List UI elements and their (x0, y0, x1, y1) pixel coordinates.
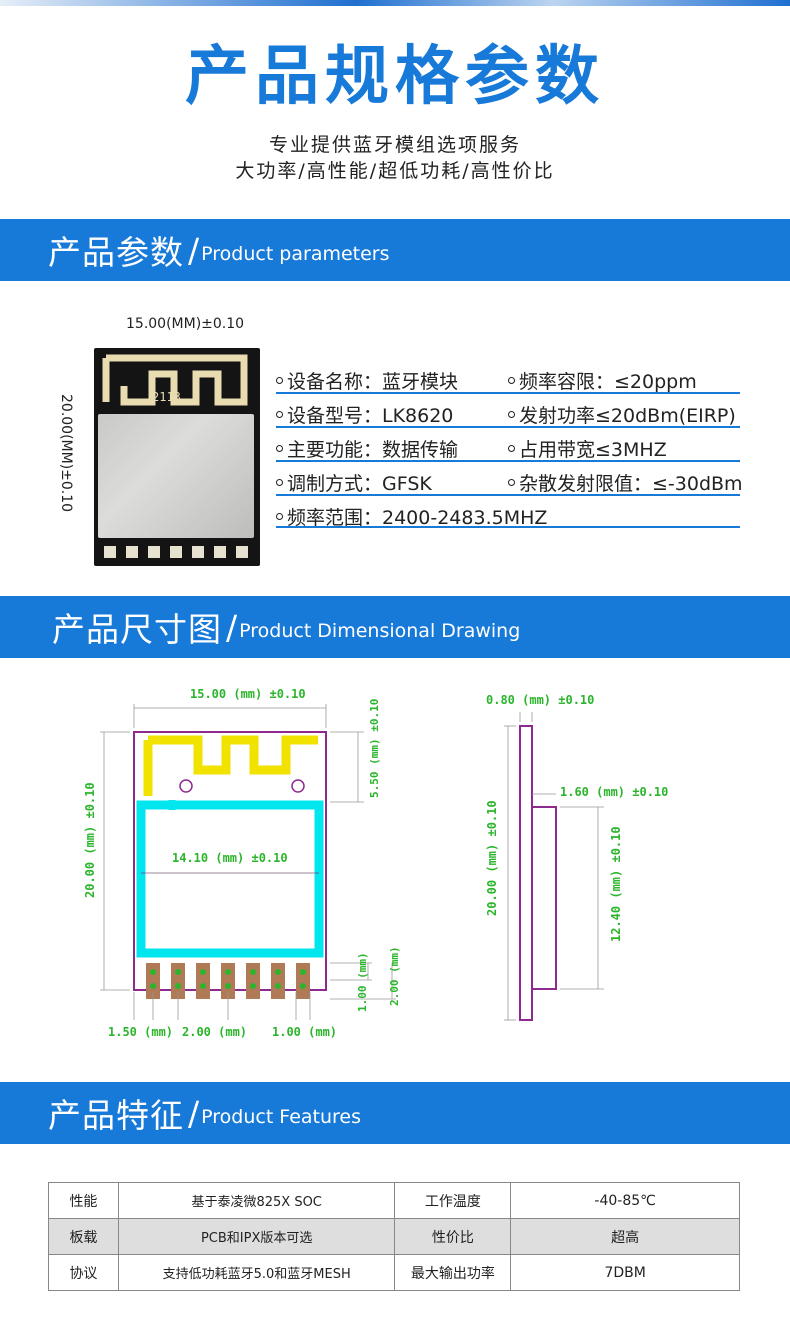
module-pad (104, 546, 116, 558)
section-slash: / (226, 607, 238, 647)
dim-side-thickness: 0.80 (mm) ±0.10 (486, 693, 594, 707)
metal-shield (98, 414, 254, 538)
section-title-cn: 产品特征 (48, 1096, 184, 1135)
module-width-label: 15.00(MM)±0.10 (126, 316, 245, 332)
feature-key: 最大输出功率 (394, 1254, 512, 1291)
spec-divider (276, 526, 740, 528)
section-banner-params: 产品参数 / Product parameters (0, 219, 790, 281)
chip-mark-text: 2113 (152, 390, 181, 404)
dim-pad-pitch: 2.00 (mm) (182, 1025, 247, 1039)
feature-key: 工作温度 (394, 1182, 512, 1219)
spec-divider (276, 460, 740, 462)
table-row: 协议 支持低功耗蓝牙5.0和蓝牙MESH 最大输出功率 7DBM (48, 1254, 740, 1291)
module-pad (126, 546, 138, 558)
dim-shield-thickness: 1.60 (mm) ±0.10 (560, 785, 668, 799)
spec-item: 设备名称：蓝牙模块 (276, 367, 458, 394)
section-banner-features: 产品特征 / Product Features (0, 1082, 790, 1144)
feature-key: 性价比 (394, 1218, 512, 1255)
spec-item: 调制方式：GFSK (276, 469, 432, 496)
table-row: 板载 PCB和IPX版本可选 性价比 超高 (48, 1218, 740, 1255)
dim-side-height: 20.00 (mm) ±0.10 (485, 800, 499, 916)
subtitle-services: 专业提供蓝牙模组选项服务 (268, 134, 521, 156)
module-pad (170, 546, 182, 558)
dimensional-drawing: 15.00 (mm) ±0.10 20.00 (mm) ±0.10 5.50 (… (83, 687, 668, 1039)
dim-shield-height: 12.40 (mm) ±0.10 (609, 826, 623, 942)
section-title-cn: 产品尺寸图 (52, 610, 222, 649)
module-antenna-trace: 2113 (102, 354, 248, 406)
spec-divider (276, 426, 740, 428)
table-row: 性能 基于泰凌微825X SOC 工作温度 -40-85℃ (48, 1182, 740, 1219)
section-title-en: Product Features (201, 1106, 362, 1128)
section-title-cn: 产品参数 (48, 233, 184, 272)
features-table: 性能 基于泰凌微825X SOC 工作温度 -40-85℃ 板载 PCB和IPX… (48, 1182, 740, 1291)
feature-value: -40-85℃ (510, 1182, 740, 1219)
feature-value: 支持低功耗蓝牙5.0和蓝牙MESH (117, 1254, 396, 1291)
spec-item: 发射功率≤20dBm(EIRP) (508, 401, 736, 428)
dim-pad-h1: 1.00 (mm) (356, 952, 369, 1012)
spec-divider (276, 494, 740, 496)
top-decoration-line (0, 0, 790, 6)
feature-value: PCB和IPX版本可选 (117, 1218, 396, 1255)
spec-item: 占用带宽≤3MHZ (508, 435, 667, 462)
dim-antenna-height: 5.50 (mm) ±0.10 (368, 699, 381, 798)
spec-item: 杂散发射限值：≤-30dBm (508, 469, 743, 496)
feature-value: 7DBM (510, 1254, 740, 1291)
section-slash: / (188, 1093, 200, 1133)
side-view: 0.80 (mm) ±0.10 20.00 (mm) ±0.10 1.60 (m… (485, 693, 668, 1021)
front-view: 15.00 (mm) ±0.10 20.00 (mm) ±0.10 5.50 (… (83, 687, 401, 1039)
module-pad (148, 546, 160, 558)
dim-left-height: 20.00 (mm) ±0.10 (83, 782, 97, 898)
spec-item: 频率范围：2400-2483.5MHZ (276, 503, 547, 530)
subtitle-features: 大功率/高性能/超低功耗/高性价比 (235, 160, 555, 182)
spec-item: 频率容限：≤20ppm (508, 367, 697, 394)
module-pad (214, 546, 226, 558)
feature-key: 板载 (48, 1218, 119, 1255)
module-height-label: 20.00(MM)±0.10 (58, 394, 74, 513)
dim-pad-width: 1.00 (mm) (272, 1025, 337, 1039)
section-banner-drawing: 产品尺寸图 / Product Dimensional Drawing (0, 596, 790, 658)
feature-value: 基于泰凌微825X SOC (117, 1182, 396, 1219)
feature-value: 超高 (510, 1218, 740, 1255)
module-pad (192, 546, 204, 558)
feature-key: 协议 (48, 1254, 119, 1291)
spec-item: 主要功能：数据传输 (276, 435, 458, 462)
dim-inner-width: 14.10 (mm) ±0.10 (172, 851, 288, 865)
spec-divider (276, 392, 740, 394)
feature-key: 性能 (48, 1182, 119, 1219)
section-title-en: Product parameters (201, 243, 390, 265)
spec-item: 设备型号：LK8620 (276, 401, 453, 428)
module-pad (236, 546, 248, 558)
dim-pad-offset: 1.50 (mm) (108, 1025, 173, 1039)
front-view-pads (146, 963, 310, 999)
module-height-label-wrap: 20.00(MM)±0.10 (54, 394, 74, 534)
dim-pad-h2: 2.00 (mm) (388, 946, 401, 1006)
module-photo: 2113 (94, 348, 260, 566)
section-slash: / (188, 230, 200, 270)
dim-top-width: 15.00 (mm) ±0.10 (190, 687, 306, 701)
page-title: 产品规格参数 (185, 40, 605, 114)
section-title-en: Product Dimensional Drawing (239, 620, 521, 642)
